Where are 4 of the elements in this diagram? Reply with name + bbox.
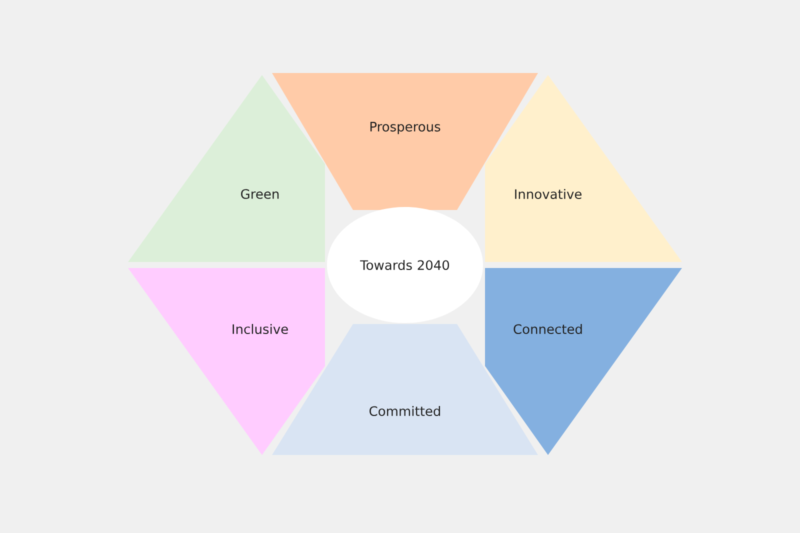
triangle-segment: Connected	[485, 268, 682, 455]
triangle-segment: Innovative	[485, 75, 682, 262]
triangle-segment: Inclusive	[128, 268, 325, 455]
triangle-segment: Green	[128, 75, 325, 262]
